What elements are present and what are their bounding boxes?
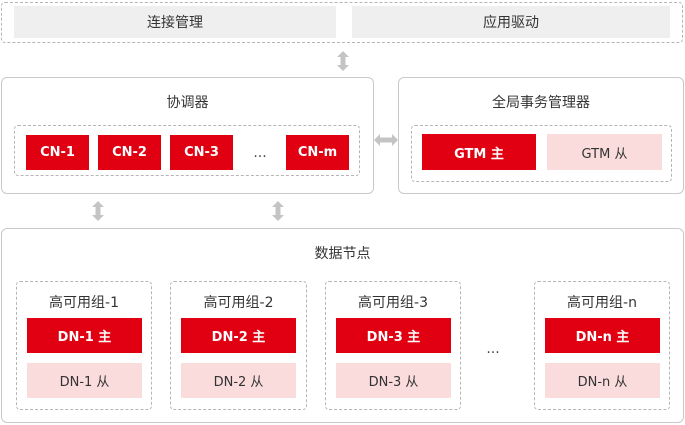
dn-primary-node: DN-n 主 bbox=[545, 318, 660, 353]
gtm-standby-node: GTM 从 bbox=[547, 134, 662, 170]
dn-standby-node: DN-n 从 bbox=[545, 363, 660, 398]
data-nodes-ellipsis: ... bbox=[486, 341, 500, 357]
coordinator-node-group bbox=[14, 125, 360, 176]
ha-group-title: 高可用组-3 bbox=[358, 295, 428, 311]
ha-group: 高可用组-2 DN-2 主 DN-2 从 bbox=[170, 281, 307, 410]
cn-node: CN-3 bbox=[170, 135, 233, 170]
gtm-panel: 全局事务管理器 GTM 主 GTM 从 bbox=[398, 77, 684, 194]
ha-group-title: 高可用组-1 bbox=[49, 295, 119, 311]
cn-node: CN-2 bbox=[98, 135, 161, 170]
ha-group-title: 高可用组-n bbox=[567, 295, 637, 311]
gtm-title: 全局事务管理器 bbox=[492, 95, 590, 111]
connection-management-label: 连接管理 bbox=[147, 15, 203, 31]
client-layer bbox=[1, 2, 683, 43]
dn-standby-node: DN-1 从 bbox=[27, 363, 142, 398]
coordinator-title: 协调器 bbox=[166, 95, 209, 111]
coordinator-panel: 协调器 CN-1 CN-2 CN-3 ... CN-m bbox=[1, 77, 374, 194]
driver-label: 应用驱动 bbox=[483, 15, 539, 31]
double-arrow-horizontal-icon bbox=[374, 134, 398, 146]
gtm-node-group bbox=[411, 125, 672, 182]
dn-standby-node: DN-2 从 bbox=[181, 363, 296, 398]
coordinator-ellipsis: ... bbox=[253, 144, 267, 161]
ha-group: 高可用组-1 DN-1 主 DN-1 从 bbox=[16, 281, 152, 410]
ha-group: 高可用组-n DN-n 主 DN-n 从 bbox=[534, 281, 670, 410]
dn-standby-node: DN-3 从 bbox=[336, 363, 451, 398]
data-nodes-title: 数据节点 bbox=[314, 246, 371, 262]
ha-group-title: 高可用组-2 bbox=[203, 295, 274, 311]
gtm-primary-node: GTM 主 bbox=[422, 134, 536, 170]
ha-group: 高可用组-3 DN-3 主 DN-3 从 bbox=[325, 281, 461, 410]
double-arrow-vertical-icon bbox=[272, 201, 284, 221]
dn-primary-node: DN-3 主 bbox=[336, 318, 451, 353]
driver-box: 应用驱动 bbox=[352, 6, 670, 38]
connection-management-box: 连接管理 bbox=[14, 6, 336, 38]
cn-node: CN-m bbox=[286, 135, 349, 170]
double-arrow-vertical-icon bbox=[92, 201, 104, 221]
cn-node: CN-1 bbox=[26, 135, 89, 170]
data-nodes-panel: 数据节点 高可用组-1 DN-1 主 DN-1 从 高可用组-2 DN-2 主 … bbox=[1, 228, 684, 423]
dn-primary-node: DN-2 主 bbox=[181, 318, 296, 353]
dn-primary-node: DN-1 主 bbox=[27, 318, 142, 353]
double-arrow-vertical-icon bbox=[337, 51, 349, 71]
